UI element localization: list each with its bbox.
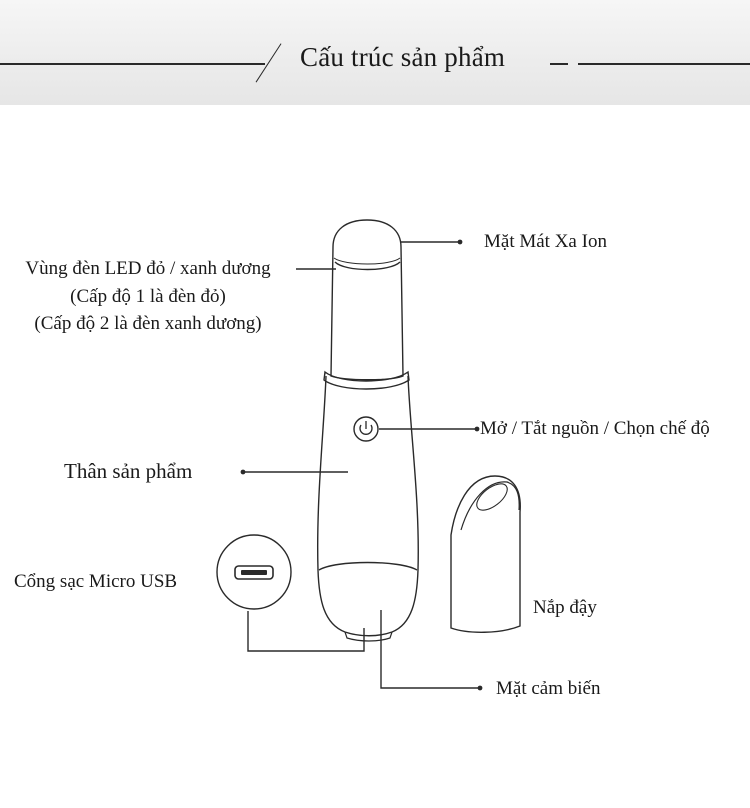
leader-charging	[247, 611, 365, 652]
led-ring	[334, 261, 401, 271]
label-power-button: Mở / Tắt nguồn / Chọn chế độ	[480, 418, 710, 439]
device-body	[317, 375, 419, 637]
header-band	[0, 0, 750, 105]
header-rule-dash	[550, 63, 568, 65]
label-cap: Nắp đậy	[533, 597, 597, 618]
label-led-zone-2: (Cấp độ 1 là đèn đỏ)	[70, 286, 226, 307]
device-collar	[323, 370, 410, 390]
label-sensor-face: Mặt cảm biến	[496, 678, 601, 699]
label-body: Thân sản phẩm	[64, 459, 193, 483]
charging-port-circle	[216, 534, 292, 610]
sensor-section	[318, 561, 418, 571]
header-rule-left	[0, 63, 265, 65]
label-charging-port: Cổng sạc Micro USB	[14, 571, 178, 592]
cap-shape	[450, 475, 521, 633]
label-ion-face: Mặt Mát Xa Ion	[484, 231, 607, 252]
power-icon	[353, 416, 379, 442]
micro-usb-port-icon	[234, 565, 274, 580]
label-led-zone-3: (Cấp độ 2 là đèn xanh dương)	[34, 313, 262, 334]
header-rule-right	[578, 63, 750, 65]
device-head	[330, 219, 404, 381]
page-title: Cấu trúc sản phẩm	[300, 42, 506, 72]
label-led-zone-1: Vùng đèn LED đỏ / xanh dương	[25, 258, 271, 279]
leader-sensor	[380, 610, 480, 689]
